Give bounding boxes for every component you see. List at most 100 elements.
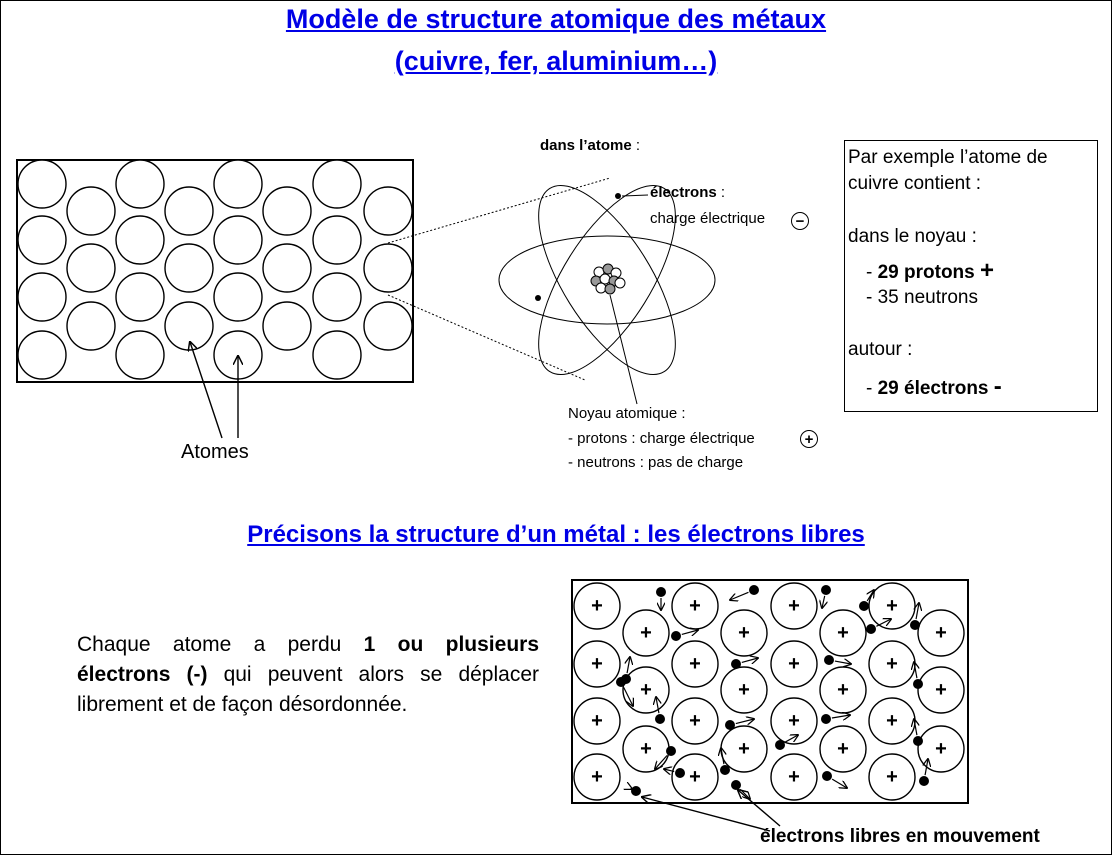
free-electron-dot bbox=[775, 740, 785, 750]
atom-circle bbox=[363, 243, 413, 293]
motion-arrow bbox=[741, 658, 758, 662]
motion-arrow bbox=[914, 719, 917, 736]
neutrons-line: - neutrons : pas de charge bbox=[568, 454, 744, 471]
motion-arrow bbox=[681, 630, 698, 634]
ion-plus-sign: + bbox=[591, 653, 603, 675]
page-title: Modèle de structure atomique des métaux bbox=[285, 4, 827, 34]
nucleus-pointer bbox=[609, 294, 638, 405]
ions-grid: ++++++++++++++++++++++++++++ bbox=[573, 582, 965, 801]
atom-circle bbox=[164, 301, 214, 351]
electron-dot bbox=[535, 295, 541, 301]
motion-arrow bbox=[876, 619, 891, 627]
atom-circle bbox=[213, 215, 263, 265]
example-intro-line2: cuivre contient : bbox=[848, 173, 982, 194]
free-electron-dot bbox=[656, 587, 666, 597]
ion-plus-sign: + bbox=[837, 679, 849, 701]
free-electrons-arrow-2 bbox=[738, 790, 781, 827]
positive-charge-icon: + bbox=[800, 430, 818, 448]
protons-sign: + bbox=[980, 257, 995, 284]
ion-plus-sign: + bbox=[788, 595, 800, 617]
ion-plus-sign: + bbox=[640, 622, 652, 644]
electrons-prefix: - bbox=[866, 378, 878, 399]
atom-circle bbox=[164, 243, 214, 293]
motion-arrow bbox=[664, 769, 675, 772]
motion-arrow bbox=[655, 755, 668, 769]
ion-plus-sign: + bbox=[935, 679, 947, 701]
free-electron-dot bbox=[910, 620, 920, 630]
zoom-line-bottom bbox=[387, 294, 586, 381]
free-electron-dot bbox=[859, 601, 869, 611]
motion-arrow bbox=[627, 657, 630, 674]
ion-plus-sign: + bbox=[788, 766, 800, 788]
electrons-label-colon: : bbox=[716, 184, 726, 201]
motion-arrow bbox=[735, 719, 754, 724]
ion-circle bbox=[770, 753, 818, 801]
atomes-arrow-1 bbox=[190, 342, 223, 439]
ion-plus-sign: + bbox=[935, 738, 947, 760]
ion-circle bbox=[720, 609, 768, 657]
ion-circle bbox=[868, 753, 916, 801]
ion-plus-sign: + bbox=[886, 766, 898, 788]
ion-plus-sign: + bbox=[886, 595, 898, 617]
atom-circle bbox=[115, 159, 165, 209]
nucleus-title: Noyau atomique : bbox=[568, 405, 686, 422]
ion-circle bbox=[622, 609, 670, 657]
motion-arrow bbox=[730, 591, 749, 600]
electrons-charge: charge électrique bbox=[650, 210, 766, 227]
ion-circle bbox=[770, 582, 818, 630]
atom-circle bbox=[164, 186, 214, 236]
ion-plus-sign: + bbox=[591, 766, 603, 788]
ion-plus-sign: + bbox=[738, 622, 750, 644]
atom-circle bbox=[363, 186, 413, 236]
ion-plus-sign: + bbox=[738, 679, 750, 701]
atom-circle bbox=[17, 159, 67, 209]
free-electron-dot bbox=[824, 655, 834, 665]
motion-arrow bbox=[656, 697, 659, 714]
ion-plus-sign: + bbox=[788, 653, 800, 675]
atom-circle bbox=[363, 301, 413, 351]
paragraph-part1: Chaque atome a perdu bbox=[77, 633, 364, 656]
ion-plus-sign: + bbox=[591, 595, 603, 617]
free-electron-dot bbox=[725, 720, 735, 730]
electrons-label-text: électrons bbox=[650, 184, 717, 201]
atoms-grid bbox=[17, 159, 413, 380]
free-electron-dot bbox=[731, 659, 741, 669]
ion-circle bbox=[671, 697, 719, 745]
free-electron-dot bbox=[731, 780, 741, 790]
paragraph-bold: 1 ou plusieurs électrons (-) bbox=[77, 633, 539, 686]
atom-circle bbox=[17, 330, 67, 380]
section2-title: Précisons la structure d’un métal : les … bbox=[247, 521, 865, 548]
atom-circle bbox=[115, 272, 165, 322]
atom-circle bbox=[17, 272, 67, 322]
motion-arrow bbox=[739, 788, 750, 799]
motion-arrow bbox=[914, 662, 917, 679]
motion-arrow bbox=[831, 778, 847, 788]
atom-circle bbox=[312, 159, 362, 209]
ion-plus-sign: + bbox=[886, 653, 898, 675]
atom-circle bbox=[66, 301, 116, 351]
ion-circle bbox=[770, 640, 818, 688]
atom-circle bbox=[66, 243, 116, 293]
free-electron-dot bbox=[655, 714, 665, 724]
free-electrons-label: électrons libres en mouvement bbox=[760, 826, 1040, 847]
motion-arrow bbox=[867, 590, 874, 602]
neutrons-count: - 35 neutrons bbox=[866, 287, 978, 308]
atom-circle bbox=[17, 215, 67, 265]
free-electrons-paragraph: Chaque atome a perdu 1 ou plusieurs élec… bbox=[77, 630, 539, 720]
zoom-line-top bbox=[387, 177, 611, 244]
atom-circle bbox=[213, 272, 263, 322]
motion-arrow bbox=[834, 661, 851, 664]
atom-circle bbox=[262, 186, 312, 236]
motion-arrow bbox=[831, 715, 850, 718]
atom-circle bbox=[262, 301, 312, 351]
atom-heading-text: dans l’atome bbox=[540, 137, 632, 154]
free-electron-dot bbox=[666, 746, 676, 756]
ion-plus-sign: + bbox=[689, 595, 701, 617]
atom-circle bbox=[262, 243, 312, 293]
ion-circle bbox=[573, 753, 621, 801]
free-electron-dot bbox=[913, 679, 923, 689]
atom-circle bbox=[312, 330, 362, 380]
ion-plus-sign: + bbox=[591, 710, 603, 732]
ion-plus-sign: + bbox=[689, 653, 701, 675]
free-electron-dot bbox=[675, 768, 685, 778]
